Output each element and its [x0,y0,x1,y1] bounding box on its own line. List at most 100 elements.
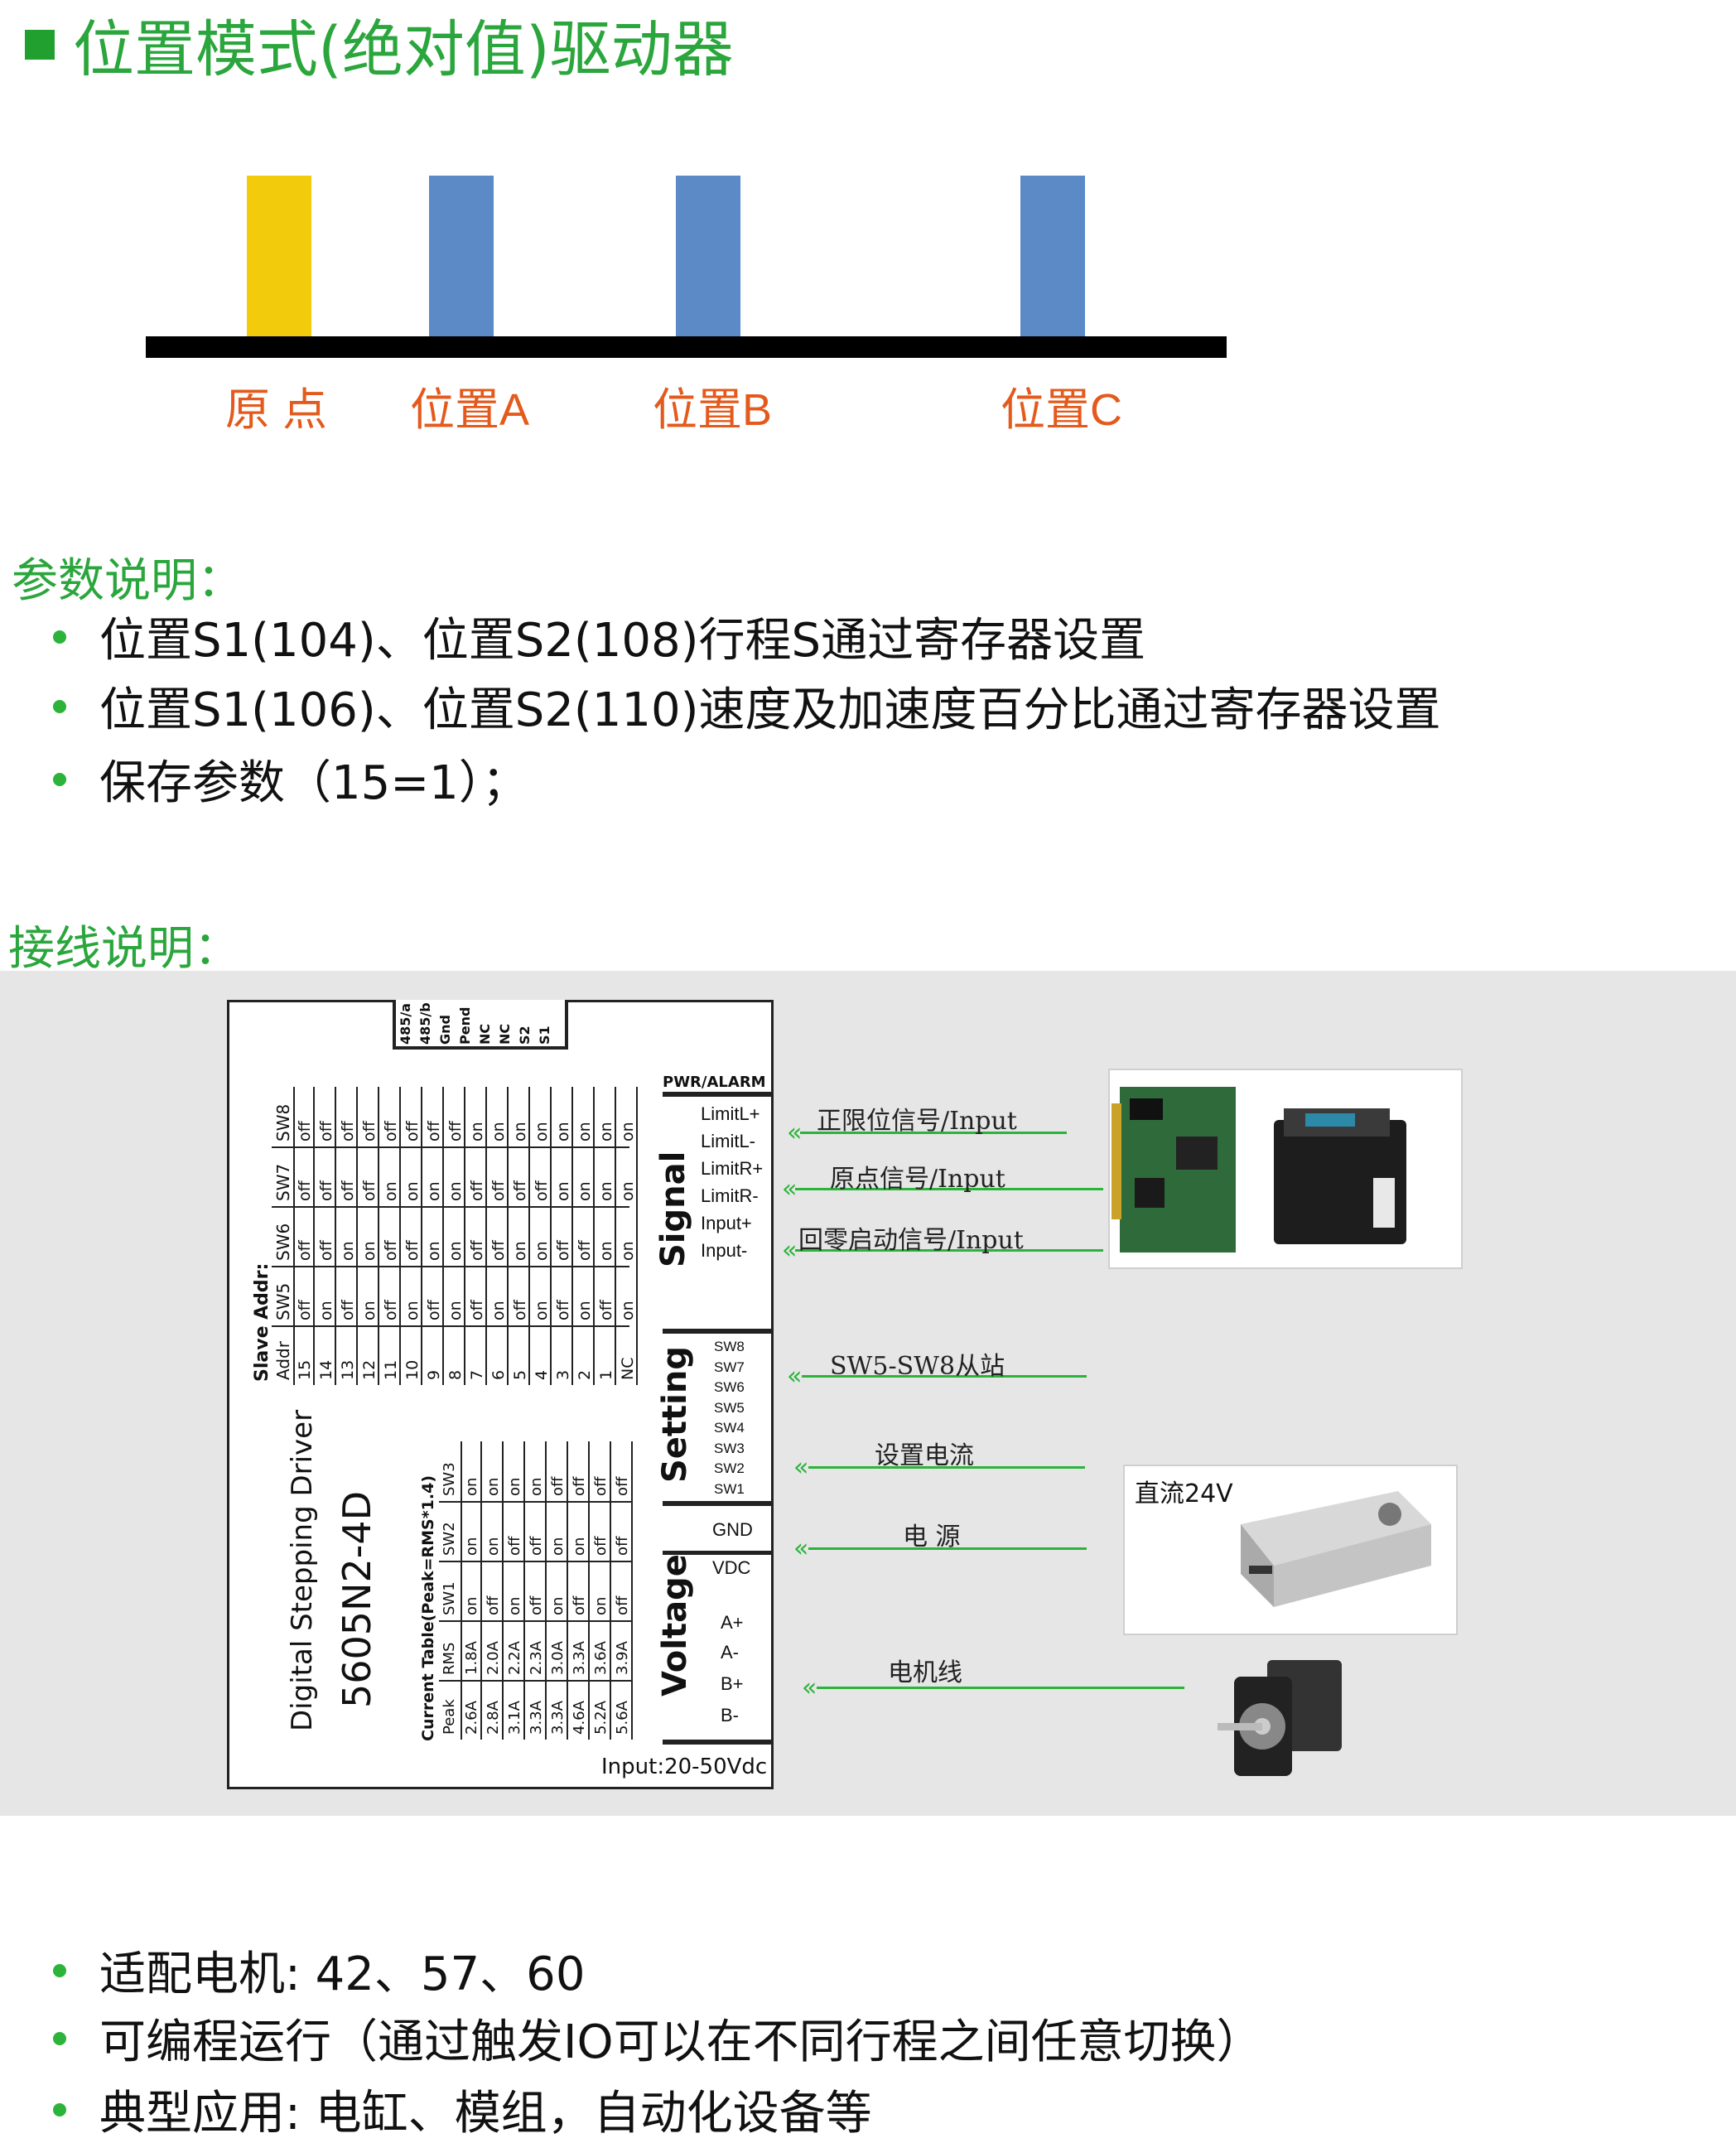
wire-origin [795,1188,1103,1190]
arrow-icon: « [782,1236,798,1265]
slave-table-cell: off [339,1180,357,1201]
setting-title: Setting [656,1346,694,1483]
slave-table-cell: on [511,1122,529,1141]
slave-header-cell: SW5 [273,1282,293,1320]
bullet-icon [53,2031,66,2045]
slave-table-cell: on [576,1301,594,1320]
top-connector-pin: NC [497,1023,513,1045]
slave-header-cell: SW7 [273,1163,293,1201]
slave-table-cell: 10 [403,1359,422,1380]
title-square-icon [25,30,55,60]
current-table-cell: off [506,1536,523,1556]
separator [663,1740,774,1745]
slave-table-cell: on [468,1122,486,1141]
slave-table-cell: on [619,1181,637,1201]
controller-image [1112,1087,1406,1252]
pwr-alarm-label: PWR/ALARM [663,1074,766,1091]
current-table-cell: off [614,1476,631,1496]
power-label: 电 源 [903,1523,961,1552]
wire-slave [802,1375,1087,1378]
slave-table-cell: off [425,1300,443,1320]
motor-label: 电机线 [888,1658,962,1687]
bullet-icon [53,2102,66,2116]
slave-table-cell: on [382,1181,400,1201]
slave-table-cell: off [382,1121,400,1141]
current-table-cell: off [528,1536,545,1556]
signal-title: Signal [654,1151,692,1267]
setting-pin-label: SW8 [714,1339,745,1354]
param-item: 保存参数（15=1）； [53,746,528,813]
slave-table-cell: 1 [597,1369,615,1380]
slave-table-cell: 3 [554,1369,572,1380]
current-table-cell: off [571,1595,588,1615]
current-header-cell: SW3 [441,1462,458,1496]
slave-table-cell: 12 [360,1359,379,1380]
slave-table-cell: on [446,1181,465,1201]
slave-table-cell: 11 [382,1359,400,1380]
separator [663,1092,774,1097]
param-item: 位置S1(104)、位置S2(108)行程S通过寄存器设置 [53,603,1145,670]
current-table-cell: on [485,1477,502,1496]
current-table-cell: on [463,1537,480,1556]
slave-table-cell: 13 [339,1359,357,1380]
slave-table-cell: on [403,1181,422,1201]
slave-table-cell: on [339,1241,357,1261]
separator [663,1551,774,1555]
current-table-cell: on [592,1596,610,1615]
slave-table-cell: 8 [446,1369,465,1380]
top-connector-pin: Pend [457,1006,473,1045]
separator [663,1329,774,1334]
current-table-cell: 2.2A [506,1641,523,1675]
current-header-cell: RMS [441,1642,458,1675]
slave-table-cell: on [446,1301,465,1320]
driver-model: 5605N2-4D [335,1490,379,1708]
slave-addr-title: Slave Addr: [252,1262,272,1382]
slave-label: SW5-SW8从站 [830,1352,1005,1381]
current-table-cell: off [485,1595,502,1615]
slave-table-cell: off [339,1300,357,1320]
arrow-icon: « [793,1534,809,1563]
slave-table-cell: off [597,1300,615,1320]
current-table-cell: on [528,1477,545,1496]
signal-pin-label: LimitR+ [701,1158,764,1179]
current-table-cell: 2.3A [528,1641,545,1675]
setting-pin-label: SW6 [714,1379,745,1395]
slave-table-cell: on [597,1181,615,1201]
driver-box [227,1000,774,1789]
current-table-cell: on [571,1537,588,1556]
position-diagram: 原 点 位置A 位置B 位置C [0,0,1736,464]
slave-table-cell: off [382,1240,400,1261]
current-table-cell: 3.6A [592,1641,610,1675]
signal-pin-label: LimitL+ [701,1103,760,1124]
wire-start [795,1249,1103,1252]
origin-label: 原 点 [225,385,328,435]
current-table-cell: on [549,1596,567,1615]
slave-header-cell: Addr [273,1341,293,1380]
setting-pin-label: SW1 [714,1480,745,1497]
setting-pin-label: SW3 [714,1440,745,1456]
origin-signal-label: 原点信号/Input [830,1165,1005,1194]
current-table-cell: off [592,1476,610,1496]
top-connector-pin: Gnd [437,1015,453,1045]
current-table-cell: off [528,1595,545,1615]
slave-table-cell: off [554,1300,572,1320]
slave-table-cell: on [619,1122,637,1141]
slave-table-cell: on [619,1241,637,1261]
slave-table-cell: off [339,1121,357,1141]
slave-table-cell: on [489,1122,508,1141]
power-supply-photo: 直流24V [1123,1465,1458,1635]
slave-table-cell: on [554,1181,572,1201]
setting-pin-label: SW2 [714,1460,745,1476]
current-table-cell: on [549,1537,567,1556]
slave-table-cell: off [296,1121,314,1141]
slave-table-cell: off [511,1180,529,1201]
